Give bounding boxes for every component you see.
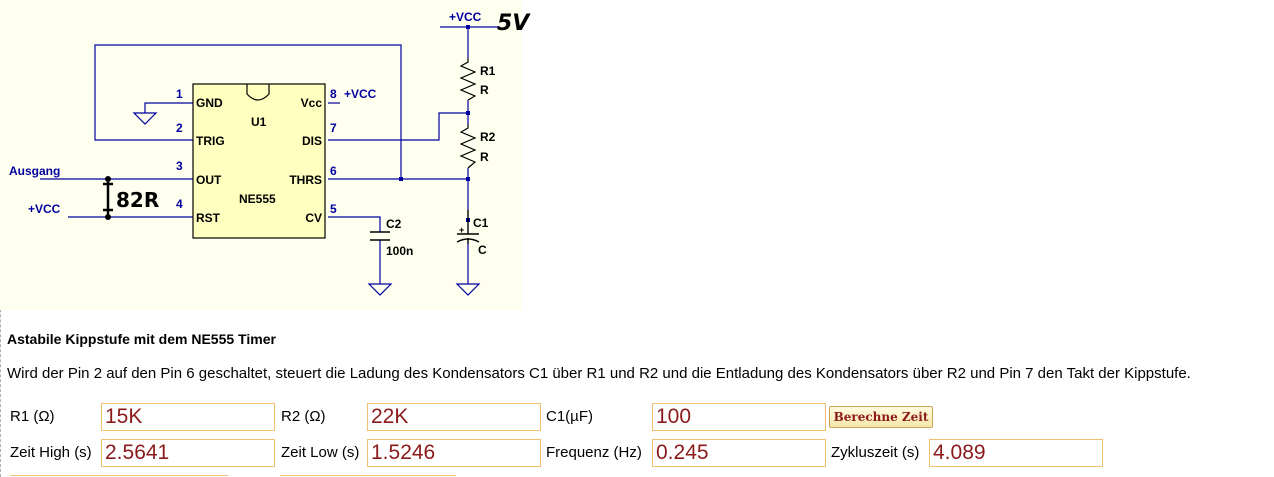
ic-ne555-body: [192, 83, 326, 239]
next-row-border-right: [280, 475, 456, 476]
time-low-output[interactable]: [367, 439, 541, 467]
pin3-number: 3: [176, 159, 183, 173]
r1-value-label: R: [480, 83, 489, 97]
page-title: Astabile Kippstufe mit dem NE555 Timer: [7, 331, 276, 347]
ic-notch: [246, 84, 270, 101]
vcc-pin8-label: +VCC: [344, 87, 377, 101]
time-low-label: Zeit Low (s): [281, 444, 360, 461]
pin4-number: 4: [176, 197, 183, 211]
r1-name-label: R1: [480, 64, 496, 78]
resistor-r1: [459, 58, 477, 101]
handwritten-5v: 5V: [497, 11, 531, 36]
vcc-top-label: +VCC: [449, 10, 482, 24]
r2-name-label: R2: [480, 130, 496, 144]
output-label: Ausgang: [9, 164, 60, 178]
description-text: Wird der Pin 2 auf den Pin 6 geschaltet,…: [7, 365, 1191, 382]
pin2-number: 2: [176, 121, 183, 135]
calculate-time-button[interactable]: Berechne Zeit: [829, 406, 933, 428]
ne555-schematic: + +VCC 5V R1 R R2 R C1 C C2 100n U1 NE55…: [0, 0, 531, 310]
handwritten-resistor-mark: [103, 182, 113, 215]
c2-value-label: 100n: [386, 244, 413, 258]
c1-label: C1(µF): [546, 408, 593, 425]
next-row-border-left: [10, 475, 228, 476]
pin1-name: GND: [196, 96, 223, 110]
capacitor-c2: [370, 231, 390, 241]
c1-name-label: C1: [473, 216, 489, 230]
r2-input[interactable]: [367, 403, 541, 431]
cycle-time-output[interactable]: [929, 439, 1103, 467]
r2-label: R2 (Ω): [281, 408, 326, 425]
c1-value-label: C: [478, 243, 487, 257]
schematic-wires: [40, 26, 500, 284]
vcc-left-label: +VCC: [28, 202, 61, 216]
pin4-name: RST: [196, 211, 221, 225]
pin8-name: Vcc: [301, 96, 323, 110]
cycle-time-label: Zykluszeit (s): [831, 444, 920, 461]
frequency-label: Frequenz (Hz): [546, 444, 642, 461]
pin5-number: 5: [330, 202, 337, 216]
ground-symbols: [132, 112, 481, 296]
r2-value-label: R: [480, 150, 489, 164]
frequency-output[interactable]: [652, 439, 826, 467]
ic-type-label: NE555: [239, 192, 276, 206]
pin2-name: TRIG: [196, 134, 225, 148]
pin5-name: CV: [305, 211, 322, 225]
r1-label: R1 (Ω): [10, 408, 55, 425]
c1-plus-sign: +: [459, 225, 464, 235]
r1-input[interactable]: [101, 403, 275, 431]
c2-name-label: C2: [386, 217, 402, 231]
pin7-name: DIS: [302, 134, 322, 148]
pin6-number: 6: [330, 164, 337, 178]
pin1-number: 1: [176, 87, 183, 101]
pin6-name: THRS: [289, 173, 322, 187]
c1-input[interactable]: [652, 403, 826, 431]
pin3-name: OUT: [196, 173, 222, 187]
capacitor-c1: [456, 210, 480, 244]
output-junction-dot: [105, 176, 111, 182]
reset-junction-dot: [105, 214, 111, 220]
ic-name-label: U1: [251, 115, 267, 129]
handwritten-82r: 82R: [116, 188, 159, 212]
pin7-number: 7: [330, 121, 337, 135]
pin8-number: 8: [330, 87, 337, 101]
resistor-r2: [459, 124, 477, 169]
time-high-label: Zeit High (s): [10, 444, 92, 461]
time-high-output[interactable]: [101, 439, 275, 467]
